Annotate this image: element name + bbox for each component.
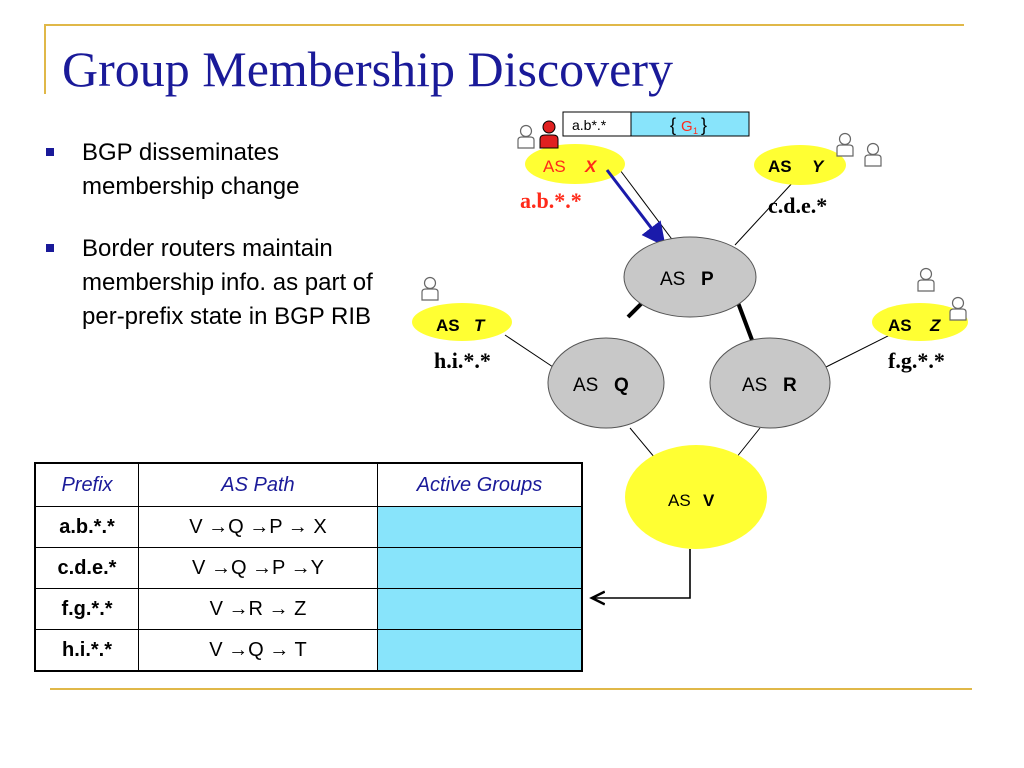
as-name: R [783,375,797,396]
table-header-row: Prefix AS Path Active Groups [34,462,583,507]
cell-as-path: V →Q →P → X [138,506,378,548]
link-q-v [629,427,656,459]
title-frame-top [44,24,964,26]
member-person-icon [917,267,935,292]
as-label: AS [573,375,598,396]
bullet-item: BGP disseminates membership change [46,136,396,204]
table-row: h.i.*.* V →Q → T [34,629,583,672]
as-name: Q [614,375,629,396]
as-node-v: AS V [625,445,767,549]
cell-active-groups [377,547,583,589]
link-p-r [735,299,754,341]
member-person-icon [836,132,854,157]
cell-as-path: V →R → Z [138,588,378,630]
as-name: Z [929,316,941,335]
prefix-z: f.g.*.* [888,348,945,373]
cell-prefix: a.b.*.* [34,506,139,548]
as-node-r: AS R [709,337,831,429]
as-node-q: AS Q [547,337,665,429]
cell-active-groups [377,506,583,548]
as-label: AS [660,269,685,290]
as-name: Y [812,157,825,176]
prefix-t: h.i.*.* [434,348,491,373]
title-frame-left [44,24,46,94]
link-x-p [619,169,681,251]
as-node-x: AS X [525,144,625,184]
member-person-icon [864,142,882,167]
group-subscript: 1 [693,126,698,136]
rib-connector-arrow [592,549,691,598]
as-name: V [703,491,715,510]
as-label: AS [543,157,566,176]
topology-links [504,169,891,459]
update-arrow [605,169,666,247]
table-row: f.g.*.* V →R → Z [34,588,583,630]
as-label: AS [742,375,767,396]
as-node-z: AS Z [872,303,968,341]
as-name: T [474,316,486,335]
as-name: P [701,269,714,290]
as-node-p: AS P [623,236,757,318]
group-brace-open: { [670,115,676,135]
link-z-r [825,334,891,368]
bgp-rib-table: Prefix AS Path Active Groups a.b.*.* V →… [34,462,583,672]
update-prefix: a.b*.* [572,117,607,133]
as-node-y: AS Y [754,145,846,185]
link-y-p [734,179,796,246]
cell-as-path: V →Q →P →Y [138,547,378,589]
column-header-prefix: Prefix [34,462,139,507]
bullet-square-icon [46,244,54,252]
table-row: c.d.e.* V →Q →P →Y [34,547,583,589]
bullet-square-icon [46,148,54,156]
slide-title: Group Membership Discovery [62,41,673,97]
link-t-q [504,334,554,368]
member-person-icon [949,296,967,321]
column-header-as-path: AS Path [138,462,378,507]
group-name: G [681,118,693,135]
cell-prefix: c.d.e.* [34,547,139,589]
as-label: AS [888,316,912,335]
table-row: a.b.*.* V →Q →P → X [34,506,583,548]
cell-as-path: V →Q → T [138,629,378,672]
group-brace-close: } [701,115,707,135]
active-member-person-icon [539,120,559,149]
bullet-text: BGP disseminates membership change [82,139,300,200]
prefix-y: c.d.e.* [768,193,827,218]
link-r-v [735,427,761,459]
cell-prefix: h.i.*.* [34,629,139,672]
as-label: AS [768,157,792,176]
as-name: X [584,157,598,176]
bullet-text: Border routers maintain membership info.… [82,235,373,330]
footer-rule [50,688,972,690]
as-node-t: AS T [412,303,512,341]
as-label: AS [668,491,691,510]
membership-update-message: a.b*.* { G 1 } [562,111,750,137]
bullet-item: Border routers maintain membership info.… [46,232,396,334]
member-person-icon [421,276,439,301]
cell-prefix: f.g.*.* [34,588,139,630]
member-person-icon [517,124,535,149]
cell-active-groups [377,588,583,630]
column-header-active-groups: Active Groups [377,462,583,507]
bullet-list: BGP disseminates membership change Borde… [46,136,396,362]
prefix-x: a.b.*.* [520,188,582,213]
cell-active-groups [377,629,583,672]
as-label: AS [436,316,460,335]
